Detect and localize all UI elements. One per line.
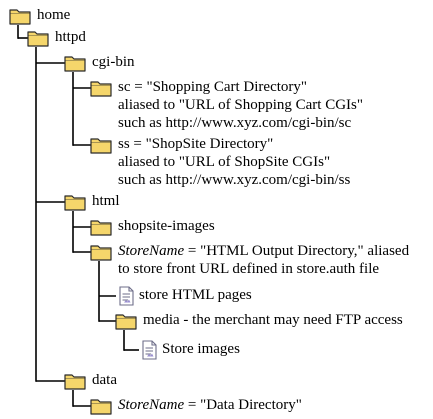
label-line: ss = "ShopSite Directory"	[118, 135, 350, 153]
label-text: shopsite-images	[118, 218, 215, 234]
folder-icon	[90, 220, 112, 236]
folder-icon	[115, 314, 137, 330]
label-text: aliased to "URL of ShopSite CGIs"	[118, 154, 331, 170]
label-line: httpd	[55, 28, 86, 46]
node-label: shopsite-images	[118, 217, 215, 235]
folder-icon	[9, 9, 31, 25]
label-text: = "Data Directory"	[184, 397, 302, 413]
folder-icon	[90, 399, 112, 415]
label-text: home	[37, 7, 71, 23]
folder-icon	[90, 245, 112, 261]
label-line: store HTML pages	[139, 286, 252, 304]
node-label: StoreName = "Data Directory"	[118, 396, 302, 414]
label-line: such as http://www.xyz.com/cgi-bin/sc	[118, 114, 363, 132]
label-text: media - the merchant may need FTP access	[143, 312, 403, 328]
node-label: Store images	[162, 340, 240, 358]
label-line: sc = "Shopping Cart Directory"	[118, 78, 363, 96]
node-label: ss = "ShopSite Directory" aliased to "URL…	[118, 135, 350, 189]
label-text: html	[92, 193, 120, 209]
folder-icon	[27, 31, 49, 47]
label-text: cgi-bin	[92, 54, 135, 70]
label-line: media - the merchant may need FTP access	[143, 311, 403, 329]
label-line: cgi-bin	[92, 53, 135, 71]
label-line: data	[92, 371, 117, 389]
label-text: ss = "ShopSite Directory"	[118, 136, 274, 152]
label-text: data	[92, 372, 117, 388]
folder-icon	[64, 374, 86, 390]
label-line: such as http://www.xyz.com/cgi-bin/ss	[118, 171, 350, 189]
label-line: to store front URL defined in store.auth…	[118, 260, 409, 278]
label-text: store HTML pages	[139, 287, 252, 303]
label-text: sc = "Shopping Cart Directory"	[118, 79, 308, 95]
label-line: StoreName = "HTML Output Directory," ali…	[118, 242, 409, 260]
label-emphasis: StoreName	[118, 397, 185, 413]
node-label: home	[37, 6, 70, 24]
label-text: = "HTML Output Directory," aliased	[184, 243, 410, 259]
document-icon	[142, 340, 157, 360]
node-label: cgi-bin	[92, 53, 135, 71]
node-label: httpd	[55, 28, 86, 46]
folder-icon	[90, 81, 112, 97]
label-line: shopsite-images	[118, 217, 215, 235]
node-label: sc = "Shopping Cart Directory" aliased to…	[118, 78, 363, 132]
node-label: store HTML pages	[139, 286, 252, 304]
label-line: aliased to "URL of ShopSite CGIs"	[118, 153, 350, 171]
label-text: aliased to "URL of Shopping Cart CGIs"	[118, 97, 364, 113]
label-text: such as http://www.xyz.com/cgi-bin/ss	[118, 172, 351, 188]
node-label: html	[92, 192, 120, 210]
label-line: html	[92, 192, 120, 210]
label-line: home	[37, 6, 70, 24]
folder-icon	[64, 195, 86, 211]
node-label: StoreName = "HTML Output Directory," ali…	[118, 242, 409, 278]
folder-icon	[64, 56, 86, 72]
node-label: data	[92, 371, 117, 389]
label-text: such as http://www.xyz.com/cgi-bin/sc	[118, 115, 352, 131]
label-text: to store front URL defined in store.auth…	[118, 261, 380, 277]
label-text: httpd	[55, 29, 86, 45]
label-text: Store images	[162, 341, 240, 357]
label-emphasis: StoreName	[118, 243, 185, 259]
label-line: aliased to "URL of Shopping Cart CGIs"	[118, 96, 363, 114]
document-icon	[119, 286, 134, 306]
label-line: Store images	[162, 340, 240, 358]
node-label: media - the merchant may need FTP access	[143, 311, 403, 329]
folder-icon	[90, 138, 112, 154]
label-line: StoreName = "Data Directory"	[118, 396, 302, 414]
